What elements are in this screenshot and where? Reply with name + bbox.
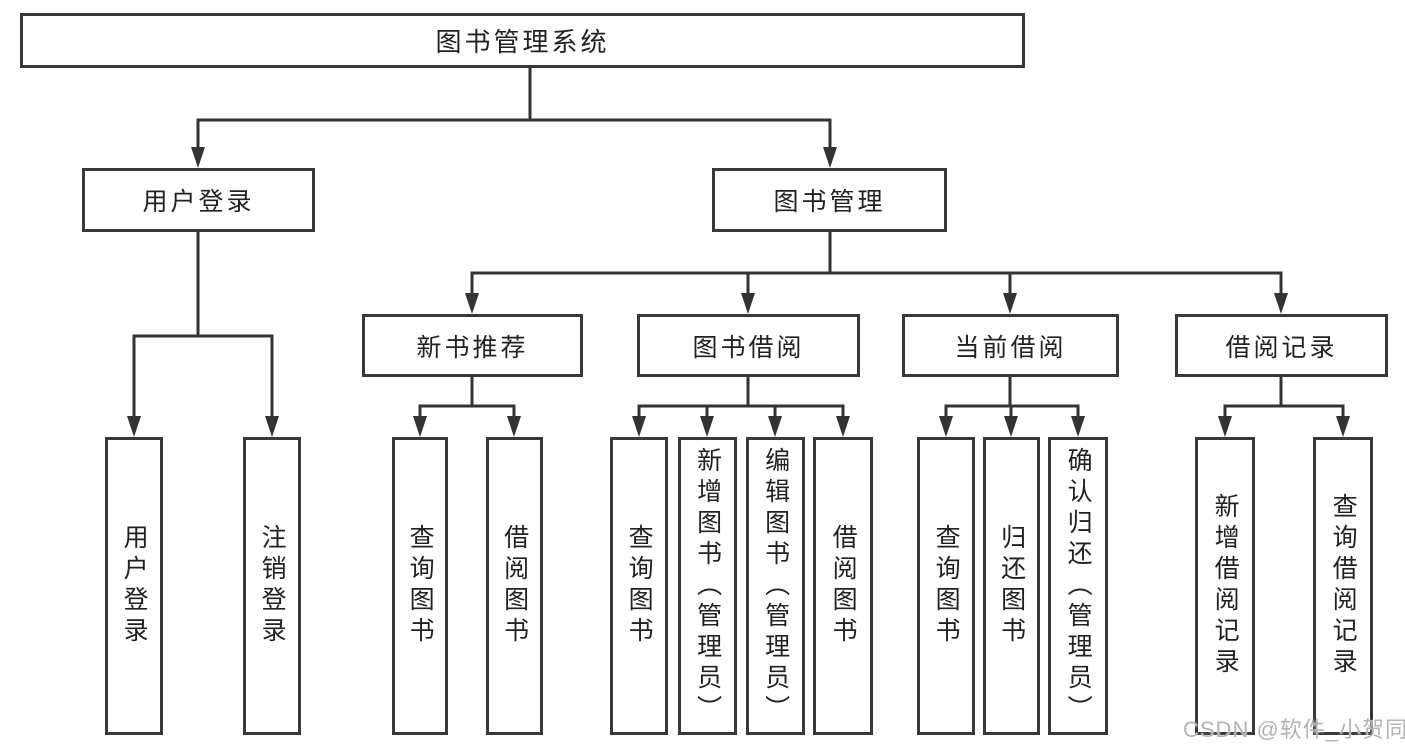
csdn-watermark: CSDN @软件_小贺同学 [1183, 717, 1405, 742]
node-label: 新增图书（管理员） [693, 446, 722, 726]
node-label: 用户登录 [142, 188, 255, 216]
leaf-add-borrow-record: 新增借阅记录 [1195, 437, 1255, 735]
arrowhead [191, 147, 205, 168]
arrowhead [1071, 416, 1085, 437]
node-label: 归还图书 [997, 524, 1026, 648]
arrowhead [741, 293, 755, 314]
node-user-login: 用户登录 [82, 168, 315, 232]
node-borrow-records: 借阅记录 [1175, 314, 1388, 377]
node-label: 图书管理系统 [435, 27, 610, 57]
arrowhead [1004, 416, 1018, 437]
edge-book-mgmt-to-level3 [470, 232, 1283, 304]
node-label: 借阅图书 [829, 524, 858, 648]
node-label: 新书推荐 [416, 333, 529, 362]
arrowhead [465, 293, 479, 314]
node-label: 查询图书 [406, 524, 435, 648]
leaf-query-book-2: 查询图书 [610, 437, 668, 735]
arrowhead [632, 416, 646, 437]
leaf-user-login: 用户登录 [105, 437, 163, 735]
arrowhead [1218, 416, 1232, 437]
arrowhead [939, 416, 953, 437]
leaf-confirm-return-admin: 确认归还（管理员） [1048, 437, 1108, 735]
leaf-borrow-book-2: 借阅图书 [813, 437, 873, 735]
arrowhead [1274, 293, 1288, 314]
edge-new-book-rec-to-leaves [418, 377, 516, 427]
node-label: 新增借阅记录 [1211, 493, 1240, 679]
node-label: 查询借阅记录 [1329, 493, 1358, 679]
leaf-query-book-3: 查询图书 [917, 437, 975, 735]
arrowhead [265, 416, 279, 437]
arrowhead [1336, 416, 1350, 437]
leaf-edit-book-admin: 编辑图书（管理员） [746, 437, 805, 735]
node-book-management: 图书管理 [712, 168, 947, 232]
node-label: 查询图书 [625, 524, 654, 648]
node-label: 查询图书 [932, 524, 961, 648]
arrowhead [700, 416, 714, 437]
arrowhead [768, 416, 782, 437]
node-label: 借阅图书 [500, 524, 529, 648]
arrowhead [127, 416, 141, 437]
leaf-query-borrow-record: 查询借阅记录 [1313, 437, 1373, 735]
arrowhead [413, 416, 427, 437]
node-label: 借阅记录 [1225, 333, 1338, 362]
edge-borrow-records-to-leaves [1223, 377, 1345, 427]
node-label: 图书管理 [773, 188, 886, 216]
node-current-borrow: 当前借阅 [902, 314, 1119, 377]
node-new-book-recommend: 新书推荐 [362, 314, 583, 377]
arrowhead [507, 416, 521, 437]
arrowhead [1003, 293, 1017, 314]
edge-book-borrow-to-leaves [637, 377, 845, 427]
edge-user-login-to-leaves [132, 232, 274, 427]
leaf-borrow-book-1: 借阅图书 [486, 437, 543, 735]
leaf-query-book-1: 查询图书 [392, 437, 448, 735]
node-label: 编辑图书（管理员） [761, 446, 790, 726]
leaf-logout: 注销登录 [243, 437, 301, 735]
edge-root-to-level2 [196, 68, 832, 158]
arrowhead [836, 416, 850, 437]
node-label: 当前借阅 [954, 333, 1067, 362]
node-label: 图书借阅 [692, 333, 805, 362]
node-library-system: 图书管理系统 [20, 13, 1025, 68]
leaf-return-book: 归还图书 [983, 437, 1040, 735]
node-label: 用户登录 [120, 524, 149, 648]
node-label: 注销登录 [258, 524, 287, 648]
node-label: 确认归还（管理员） [1064, 446, 1093, 726]
arrowhead [823, 147, 837, 168]
leaf-add-book-admin: 新增图书（管理员） [678, 437, 737, 735]
node-book-borrow: 图书借阅 [637, 314, 860, 377]
